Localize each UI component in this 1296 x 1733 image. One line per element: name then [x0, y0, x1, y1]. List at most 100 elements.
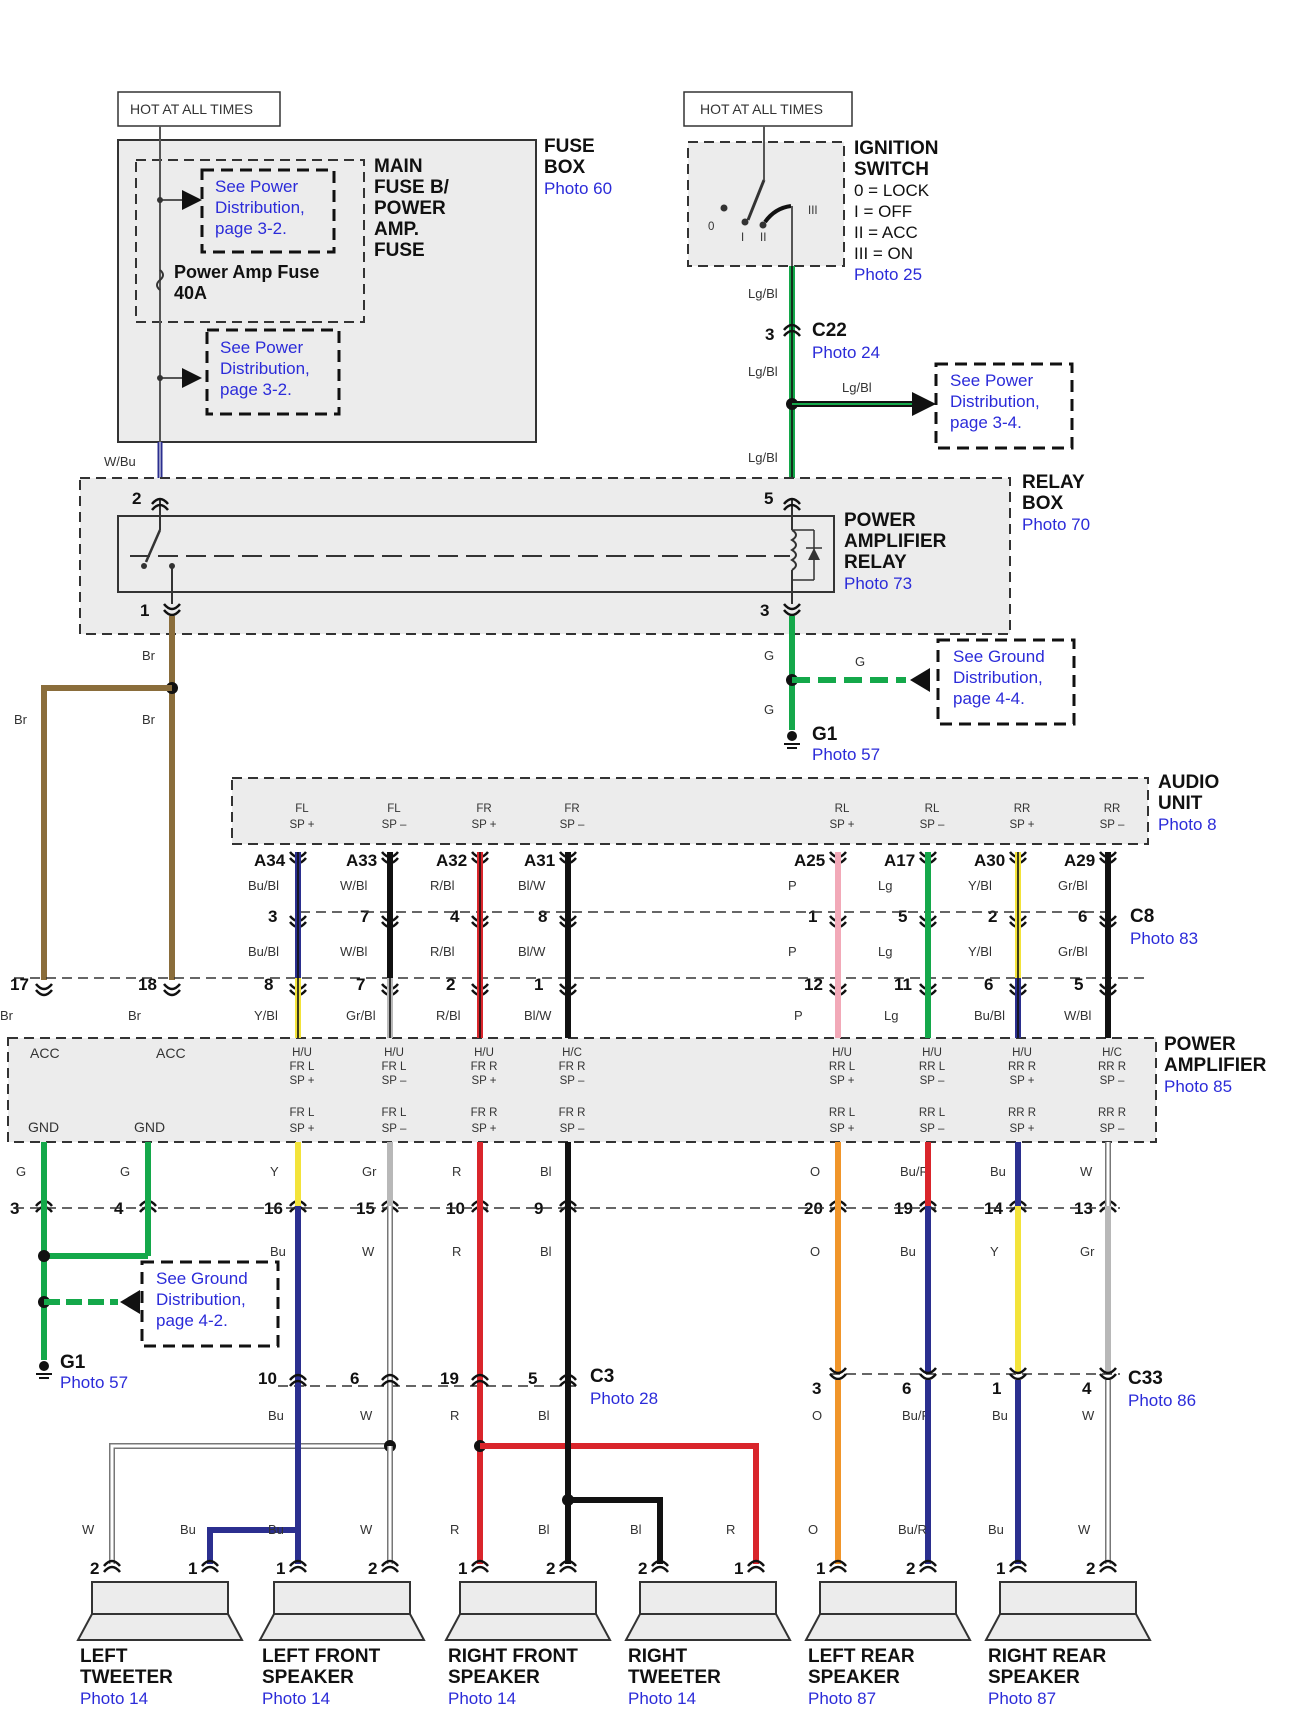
right-tweeter-r-wire [480, 1443, 759, 1564]
amp-in-pin: 7 [356, 975, 365, 994]
c8-wire-color: Y/Bl [968, 944, 992, 959]
amp-gnd-2: GND [134, 1119, 165, 1135]
see-power-34-3[interactable]: page 3-4. [950, 413, 1022, 432]
c8-wire-color: W/Bl [340, 878, 368, 893]
relay-pin-3: 3 [760, 601, 769, 620]
speaker-pin-connector [1009, 1559, 1027, 1567]
c8-pin-label: 2 [988, 907, 997, 926]
amp-in-pin: 1 [534, 975, 543, 994]
see-power-bottom-2[interactable]: Distribution, [220, 359, 310, 378]
hot-label-left: HOT AT ALL TIMES [130, 101, 253, 117]
audio-pin-label: A30 [974, 851, 1005, 870]
g1-bottom-photo[interactable]: Photo 57 [60, 1373, 128, 1392]
amp-out-wire-color: G [120, 1164, 130, 1179]
left-tweeter-w-wire [109, 1386, 393, 1564]
c33-connector [1009, 1373, 1027, 1381]
see-power-34-1[interactable]: See Power [950, 371, 1033, 390]
ignition-switch: HOT AT ALL TIMES 0 I II III IGNITION SWI… [683, 91, 938, 284]
ign-pos-2: II [760, 232, 766, 244]
speaker-photo[interactable]: Photo 14 [628, 1689, 696, 1708]
power-amp-title-1: POWER [1164, 1034, 1236, 1055]
amp-out-wire-color: Bl [540, 1164, 552, 1179]
c8-pin-label: 7 [360, 907, 369, 926]
amp-in-term: SP – [1100, 1075, 1125, 1087]
speaker-photo[interactable]: Photo 87 [808, 1689, 876, 1708]
speaker-name: SPEAKER [448, 1667, 540, 1688]
speaker-cone [804, 1613, 972, 1641]
speaker-pin: 2 [906, 1559, 915, 1578]
speaker-pin: 2 [1086, 1559, 1095, 1578]
see-power-top-2[interactable]: Distribution, [215, 198, 305, 217]
audio-term-label: SP + [1009, 819, 1034, 831]
speaker-photo[interactable]: Photo 14 [262, 1689, 330, 1708]
c22-photo[interactable]: Photo 24 [812, 343, 880, 362]
amp-out-term: SP – [1100, 1123, 1125, 1135]
g1-top-photo[interactable]: Photo 57 [812, 745, 880, 764]
amp-out-wire-color: Y [270, 1164, 279, 1179]
see-ground-42-2[interactable]: Distribution, [156, 1290, 246, 1309]
see-ground-42-1[interactable]: See Ground [156, 1269, 248, 1288]
audio-term-label: SP + [471, 819, 496, 831]
c33-photo[interactable]: Photo 86 [1128, 1391, 1196, 1410]
audio-pin-label: A32 [436, 851, 467, 870]
audio-pin-label: A34 [254, 851, 286, 870]
ign-pos-3: III [808, 205, 818, 217]
see-power-top-1[interactable]: See Power [215, 177, 298, 196]
audio-term-label: SP – [920, 819, 945, 831]
see-ground-42-3[interactable]: page 4-2. [156, 1311, 228, 1330]
audio-term-label: SP – [560, 819, 585, 831]
c3-connector [381, 1379, 399, 1387]
amp-out-term: SP + [289, 1123, 314, 1135]
c33-pin: 3 [812, 1379, 821, 1398]
c8-wire-color: Bu/Bl [248, 944, 279, 959]
c8-wire-color: Gr/Bl [1058, 944, 1088, 959]
speaker-pin-connector [829, 1559, 847, 1567]
see-ground-44-2[interactable]: Distribution, [953, 668, 1043, 687]
see-ground-44-3[interactable]: page 4-4. [953, 689, 1025, 708]
amp-in-term: RR L [919, 1061, 946, 1073]
c3-photo[interactable]: Photo 28 [590, 1389, 658, 1408]
audio-term-label: FL [387, 803, 401, 815]
audio-unit-photo[interactable]: Photo 8 [1158, 815, 1217, 834]
speaker-wire-color: Bu [268, 1522, 284, 1537]
speaker-wire-color: R [450, 1522, 459, 1537]
c8-photo[interactable]: Photo 83 [1130, 929, 1198, 948]
amp-in-wire-color: P [794, 1008, 803, 1023]
see-power-bottom-1[interactable]: See Power [220, 338, 303, 357]
c8-wire-color: R/Bl [430, 878, 455, 893]
speaker-photo[interactable]: Photo 14 [448, 1689, 516, 1708]
amp-out-wire-color: W [362, 1244, 375, 1259]
relay-photo[interactable]: Photo 73 [844, 574, 912, 593]
relay-box-photo[interactable]: Photo 70 [1022, 515, 1090, 534]
speaker-pin-connector [747, 1559, 765, 1567]
ignition-photo[interactable]: Photo 25 [854, 265, 922, 284]
speaker-name: RIGHT FRONT [448, 1646, 578, 1667]
audio-term-label: FL [295, 803, 309, 815]
amp-out-pin: 20 [804, 1199, 823, 1218]
speaker-pin-connector [289, 1559, 307, 1567]
speaker-photo[interactable]: Photo 14 [80, 1689, 148, 1708]
amp-out-pin: 13 [1074, 1199, 1093, 1218]
amp-out-wire-color: O [810, 1164, 820, 1179]
amp-in-term: H/U [292, 1047, 312, 1059]
audio-term-label: RL [925, 803, 940, 815]
speaker-pin-connector [747, 1565, 765, 1573]
power-amp-photo[interactable]: Photo 85 [1164, 1077, 1232, 1096]
see-ground-44-1[interactable]: See Ground [953, 647, 1045, 666]
amp-in-wire-color: Y/Bl [254, 1008, 278, 1023]
amp-in-wire-color: Gr/Bl [346, 1008, 376, 1023]
speaker-photo[interactable]: Photo 87 [988, 1689, 1056, 1708]
see-power-top-3[interactable]: page 3-2. [215, 219, 287, 238]
fuse-label-2: 40A [174, 283, 207, 303]
see-power-34-2[interactable]: Distribution, [950, 392, 1040, 411]
wire-br-2: Br [142, 712, 156, 727]
main-fuse-3: POWER [374, 198, 446, 219]
amp-in-pin: 11 [894, 975, 912, 994]
see-power-bottom-3[interactable]: page 3-2. [220, 380, 292, 399]
fuse-box-photo[interactable]: Photo 60 [544, 179, 612, 198]
c8-wire-color: Bu/Bl [248, 878, 279, 893]
amp-in-wire-color: Bu/Bl [974, 1008, 1005, 1023]
wire-br-3: Br [14, 712, 28, 727]
